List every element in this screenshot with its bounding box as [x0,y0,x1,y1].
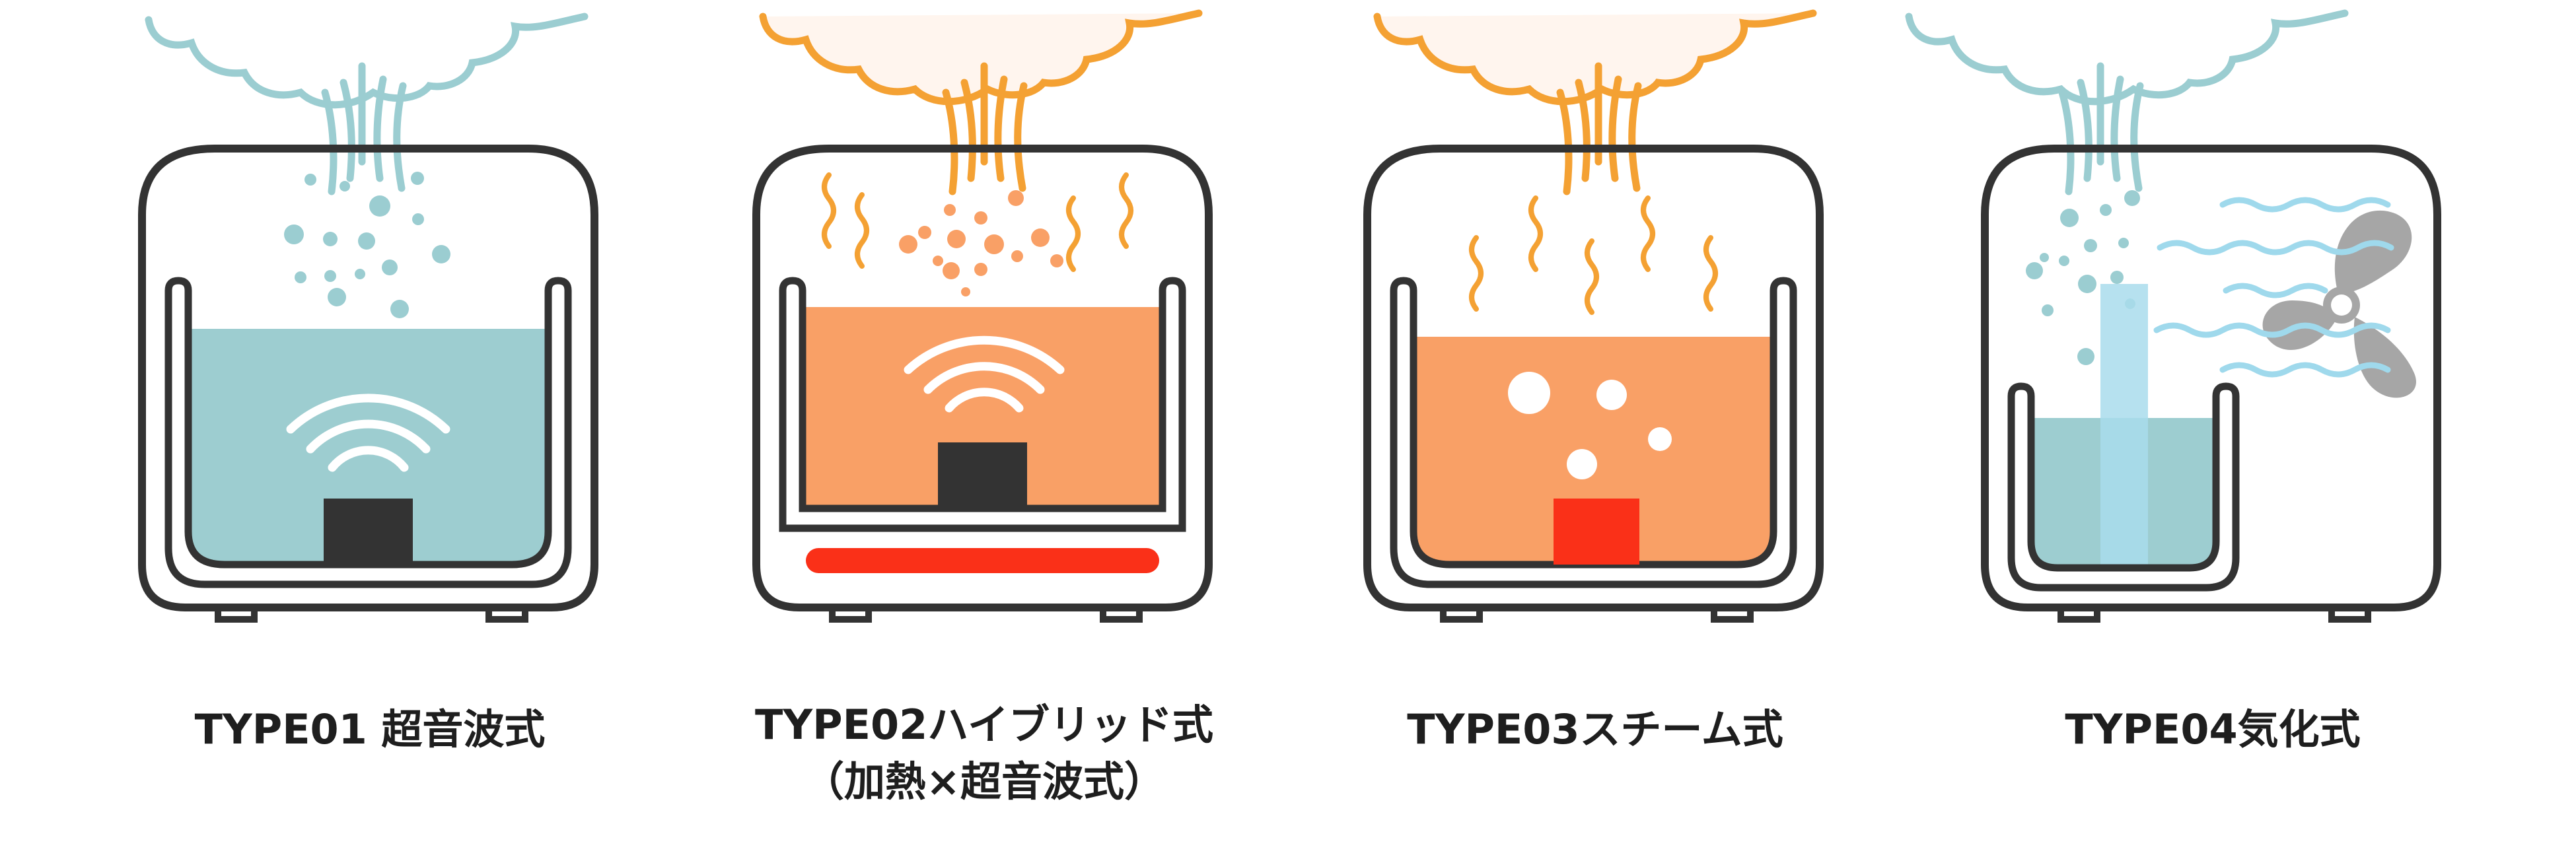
unit-hybrid [752,9,1213,623]
steam-lines [2058,62,2144,195]
caption-type02-label: TYPE02ハイブリッド式 [754,701,1214,749]
tank-outline [164,277,572,588]
caption-type01-label: TYPE01 超音波式 [194,705,546,753]
base-feet [829,607,1143,623]
signal-waves-icon [286,394,450,472]
base-feet [1440,607,1754,623]
mist-droplets [284,172,450,318]
heater-block [1554,499,1639,565]
caption-type01: TYPE01 超音波式 [73,701,667,758]
caption-type04-label: TYPE04気化式 [2065,705,2361,753]
tank-outline [1390,277,1797,588]
ultrasonic-transducer [324,499,413,565]
outer-casing [138,145,598,611]
water-in-tank [1415,337,1773,565]
steam-lines [942,62,1028,195]
mist-droplets [899,190,1063,296]
unit-ultrasonic [138,13,598,623]
boiling-bubbles [1508,372,1672,479]
caption-type02-sublabel: （加熱×超音波式） [803,757,1165,806]
caption-type02: TYPE02ハイブリッド式 （加熱×超音波式） [687,697,1281,810]
air-flow-lines [2153,197,2394,378]
heat-waves [1469,195,1718,315]
evaporation-wick [2100,284,2148,568]
unit-evaporative [1905,9,2441,623]
cloud-mist [1905,9,2349,106]
outer-casing [1981,145,2441,611]
steam-lines [321,62,407,195]
base-feet [2057,607,2371,623]
cloud-mist [145,13,589,109]
caption-type04: TYPE04気化式 [1915,701,2510,758]
steam-lines [1556,62,1642,195]
caption-type03: TYPE03スチーム式 [1298,701,1892,758]
tank-outline [779,277,1186,532]
fan-hub [2331,294,2352,316]
signal-waves-icon [904,335,1065,413]
base-feet [215,607,528,623]
unit-steam [1363,9,1824,623]
heat-waves [822,172,1133,272]
caption-type03-label: TYPE03スチーム式 [1407,705,1783,753]
heater-plate [806,548,1159,573]
outer-casing [1363,145,1824,611]
ultrasonic-transducer [938,442,1027,508]
outer-casing [752,145,1213,611]
tank-outline [2007,382,2240,592]
